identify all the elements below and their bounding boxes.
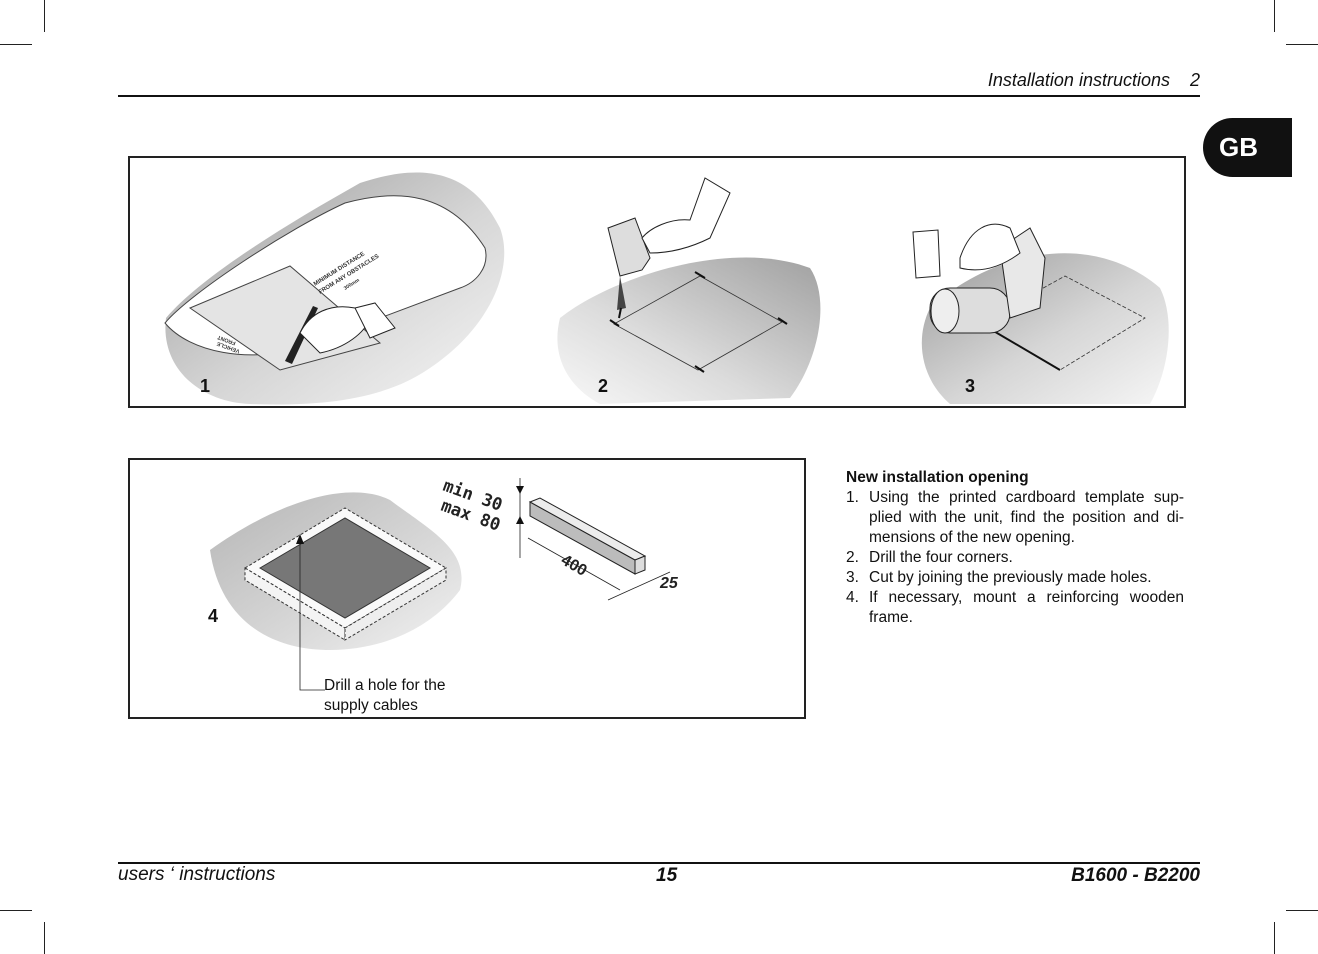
reinforcing-frame-illustration: min 30 max 80 400 25 xyxy=(210,476,679,691)
list-item: 2.Drill the four corners. xyxy=(846,549,1013,566)
installation-steps-illustration: MINIMUM DISTANCE FROM ANY OBSTACLES 300m… xyxy=(164,172,1169,405)
drill-hole-callout: Drill a hole for the supply cables xyxy=(324,677,446,714)
list-item: 3.Cut by joining the previously made hol… xyxy=(846,569,1152,586)
instructions-list: 1.Using the printed cardboard template s… xyxy=(846,488,1184,628)
crop-mark xyxy=(44,922,45,954)
step2-drilling-illustration xyxy=(557,177,821,404)
crop-mark xyxy=(0,910,32,911)
instructions-heading: New installation opening xyxy=(846,469,1029,486)
footer-rule xyxy=(118,862,1200,864)
step-number-1: 1 xyxy=(200,376,210,396)
header-rule xyxy=(118,95,1200,97)
figure-steps-1-3: MINIMUM DISTANCE FROM ANY OBSTACLES 300m… xyxy=(128,156,1186,408)
length-label: 400 xyxy=(558,552,590,580)
list-item: 1.Using the printed cardboard template s… xyxy=(846,489,1184,546)
crop-mark xyxy=(1286,44,1318,45)
list-item: 4.If necessary, mount a reinforcing wood… xyxy=(846,589,1184,626)
chapter-number: 2 xyxy=(1189,70,1200,90)
crop-mark xyxy=(1286,910,1318,911)
step-number-4: 4 xyxy=(208,606,219,626)
crop-mark xyxy=(0,44,32,45)
crop-mark xyxy=(44,0,45,32)
instructions-block: New installation opening 1.Using the pri… xyxy=(846,468,1184,628)
figure-step-4: min 30 max 80 400 25 4 xyxy=(128,458,806,719)
header-title: Installation instructions xyxy=(987,70,1170,90)
page-header: Installation instructions 2 xyxy=(988,70,1200,91)
step-number-3: 3 xyxy=(965,376,975,396)
language-tab: GB xyxy=(1203,118,1292,177)
thickness-label: 25 xyxy=(659,575,679,592)
step1-template-illustration: MINIMUM DISTANCE FROM ANY OBSTACLES 300m… xyxy=(164,172,505,405)
footer-manual-title: users ‘ instructions xyxy=(118,864,276,885)
crop-mark xyxy=(1274,0,1275,32)
step-number-2: 2 xyxy=(598,376,608,396)
model-name: B1600 - B2200 xyxy=(1071,865,1200,886)
page-number: 15 xyxy=(656,865,678,886)
crop-mark xyxy=(1274,922,1275,954)
step3-cutting-illustration xyxy=(912,223,1169,404)
